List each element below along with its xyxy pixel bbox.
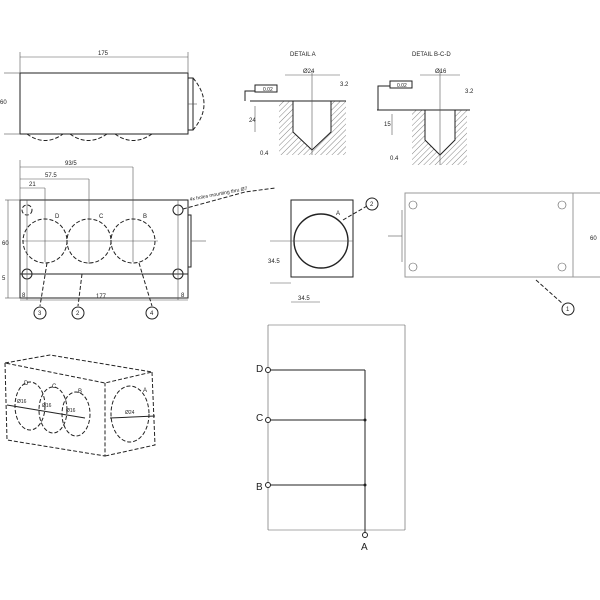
port-c-arc (69, 133, 108, 141)
bore-depth: 15 (384, 122, 391, 128)
iso-size-d: Ø16 (17, 399, 27, 405)
mounting-note: 4x holes mounting thru Ø7 (189, 186, 248, 203)
side-view: A 2 34.5 34.5 (268, 197, 379, 303)
flatness-spec: 0.02 (263, 87, 273, 93)
right-view: 60 1 (388, 192, 600, 316)
circuit-label-a: A (361, 542, 368, 553)
width-dimension: 34.5 (298, 296, 310, 302)
callout-4 (145, 306, 159, 320)
iso-size-b: Ø16 (66, 408, 76, 414)
circuit-label-d: D (256, 364, 263, 375)
port-d-arc (26, 133, 64, 141)
port-label-c: C (99, 214, 104, 220)
height-dimension: 60 (590, 236, 597, 242)
width-dimension: 175 (98, 51, 109, 57)
circuit-label-c: C (256, 413, 263, 424)
hole-spacing-dimension: 177 (96, 294, 107, 300)
iso-size-a: Ø24 (125, 410, 135, 416)
callout-4-label: 4 (150, 311, 154, 317)
callout-2-label: 2 (370, 202, 374, 208)
isometric-view: D C B A Ø16 Ø16 Ø16 Ø24 (4, 354, 156, 457)
callout-3 (33, 306, 47, 320)
detail-bcd: DETAIL B-C-D Ø16 0.02 3.2 15 0.4 (377, 52, 474, 165)
offset-dimension: 5 (2, 276, 6, 282)
right-view-body (404, 192, 574, 278)
port-b-circle (110, 218, 156, 264)
callout-3-label: 3 (38, 311, 42, 317)
bore-depth: 24 (249, 118, 256, 124)
top-view: 175 60 (0, 51, 205, 141)
iso-label-a: A (143, 388, 147, 394)
dimension-c-position: 57.5 (45, 173, 57, 179)
detail-bcd-title: DETAIL B-C-D (412, 52, 451, 58)
iso-label-b: B (78, 389, 82, 395)
side-view-body (290, 199, 354, 278)
callout-2 (71, 306, 85, 320)
front-view: 60 5 93/5 57.5 21 D C B 8 177 8 4x holes… (2, 160, 276, 320)
circuit-label-b: B (256, 482, 263, 493)
edge-dimension: 8 (22, 293, 26, 299)
height-dimension: 60 (2, 241, 9, 247)
port-b-arc (114, 133, 153, 141)
bore-diameter: Ø24 (303, 69, 315, 75)
bore-diameter: Ø16 (435, 69, 447, 75)
port-label-d: D (55, 214, 60, 220)
chamfer-dimension: 0.4 (390, 156, 399, 162)
port-label-a: A (336, 211, 340, 217)
circuit-diagram: D C B A (256, 324, 406, 553)
iso-size-c: Ø16 (42, 403, 52, 409)
callout-2-label: 2 (76, 311, 80, 317)
iso-label-c: C (52, 384, 57, 390)
detail-a: DETAIL A Ø24 0.02 3.2 24 0.4 (244, 52, 349, 157)
callout-1 (561, 302, 575, 316)
port-label-b: B (143, 214, 147, 220)
iso-top-face (4, 354, 153, 384)
dimension-b-position: 93/5 (65, 161, 77, 167)
detail-a-title: DETAIL A (290, 52, 316, 58)
flatness-spec: 0.02 (397, 83, 407, 89)
dimension-d-position: 21 (29, 182, 36, 188)
height-dimension: 60 (0, 100, 7, 106)
note-leader (182, 187, 276, 210)
chamfer-dimension: 0.4 (260, 151, 269, 157)
surface-roughness: 3.2 (465, 89, 474, 95)
iso-label-d: D (24, 381, 29, 387)
surface-roughness: 3.2 (340, 82, 349, 88)
top-view-body (19, 72, 189, 135)
callout-2 (365, 197, 379, 211)
callout-1-label: 1 (566, 307, 570, 313)
edge-dimension: 8 (181, 293, 185, 299)
height-dimension: 34.5 (268, 259, 280, 265)
